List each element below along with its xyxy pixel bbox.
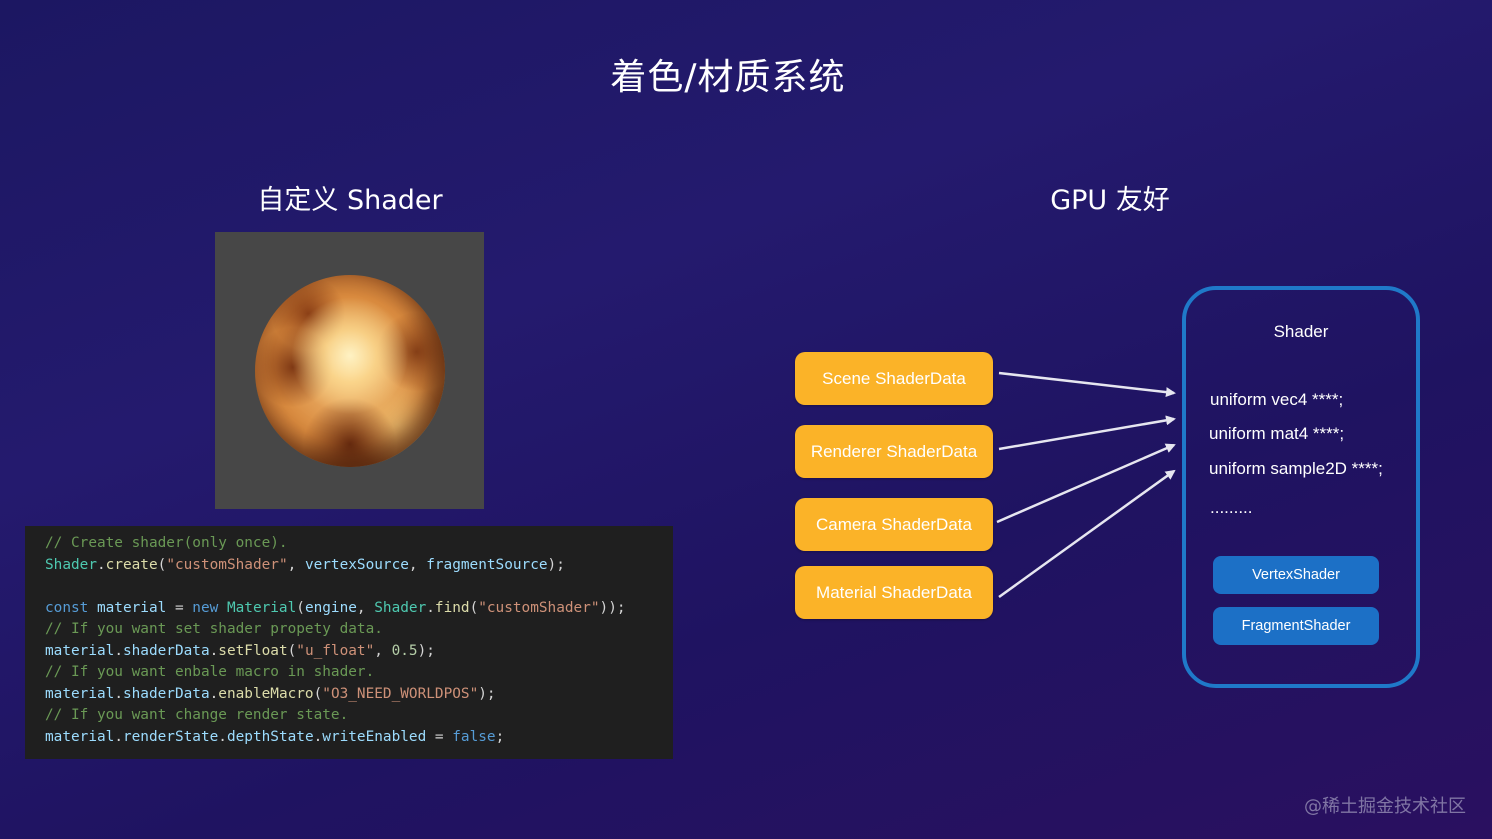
arrow-material xyxy=(998,469,1176,599)
code-token: ( xyxy=(313,685,323,702)
uniform-vec4: uniform vec4 ****; xyxy=(1210,390,1344,409)
code-token: "O3_NEED_WORLDPOS" xyxy=(322,685,479,702)
code-token: . xyxy=(96,556,106,573)
code-token: depthState xyxy=(226,728,314,745)
shader-panel: Shader uniform vec4 ****; uniform mat4 *… xyxy=(1182,286,1420,688)
vertex-shader-box: VertexShader xyxy=(1213,556,1379,594)
code-token: const xyxy=(45,599,97,616)
code-token: ); xyxy=(478,685,496,702)
code-token: "customShader" xyxy=(478,599,600,616)
code-token: )); xyxy=(599,599,626,616)
code-token: // If you want change render state. xyxy=(45,707,349,723)
code-token: material xyxy=(45,728,115,745)
code-token: = xyxy=(166,599,193,616)
arrow-renderer xyxy=(998,415,1176,451)
renderer-shaderdata-box: Renderer ShaderData xyxy=(795,425,993,478)
code-line: material.shaderData.setFloat("u_float", … xyxy=(45,641,673,663)
code-token: 0.5 xyxy=(391,642,418,659)
code-token: , xyxy=(408,556,427,573)
camera-shaderdata-box: Camera ShaderData xyxy=(795,498,993,551)
code-token: // Create shader(only once). xyxy=(45,535,288,551)
watermark: @稀土掘金技术社区 xyxy=(1304,796,1466,817)
gpu-friendly-heading: GPU 友好 xyxy=(1050,185,1170,216)
code-token: ( xyxy=(157,556,167,573)
code-line: const material = new Material(engine, Sh… xyxy=(45,598,673,620)
code-token: renderState xyxy=(122,728,219,745)
code-token: . xyxy=(114,685,123,702)
code-token: . xyxy=(114,728,123,745)
arrow-scene xyxy=(998,371,1176,398)
code-token: "customShader" xyxy=(166,556,288,573)
code-token: . xyxy=(313,728,323,745)
code-token: . xyxy=(209,685,219,702)
code-token: find xyxy=(434,599,470,616)
code-token: "u_float" xyxy=(296,642,375,659)
code-token: vertexSource xyxy=(304,556,409,573)
shader-panel-title: Shader xyxy=(1273,322,1329,341)
code-token: enableMacro xyxy=(218,685,314,702)
code-token: create xyxy=(105,556,158,573)
uniform-ellipsis: ......... xyxy=(1210,498,1253,517)
code-line: // If you want change render state. xyxy=(45,705,673,727)
code-line: material.renderState.depthState.writeEna… xyxy=(45,727,673,749)
code-token: material xyxy=(45,685,115,702)
code-snippet: // Create shader(only once).Shader.creat… xyxy=(25,526,673,759)
slide-title: 着色/材质系统 xyxy=(610,57,846,98)
code-token: Material xyxy=(226,599,297,616)
shader-preview-image xyxy=(215,232,484,509)
code-token: , xyxy=(287,556,305,573)
code-line: // Create shader(only once). xyxy=(45,533,673,555)
code-token: . xyxy=(218,728,227,745)
code-token: . xyxy=(426,599,435,616)
code-token: ; xyxy=(495,728,505,745)
fragment-shader-box: FragmentShader xyxy=(1213,607,1379,645)
code-token: ( xyxy=(296,599,305,616)
code-token: setFloat xyxy=(218,642,288,659)
uniform-mat4: uniform mat4 ****; xyxy=(1209,424,1345,443)
code-token: , xyxy=(356,599,375,616)
code-token: ); xyxy=(417,642,435,659)
code-token: // If you want set shader propety data. xyxy=(45,621,383,637)
uniform-sample2d: uniform sample2D ****; xyxy=(1209,459,1383,478)
code-line: // If you want enbale macro in shader. xyxy=(45,662,673,684)
custom-shader-heading: 自定义 Shader xyxy=(257,185,443,216)
code-token: engine xyxy=(304,599,357,616)
code-token: writeEnabled xyxy=(322,728,427,745)
code-token: ( xyxy=(287,642,297,659)
code-token: material xyxy=(96,599,167,616)
arrow-camera xyxy=(996,443,1176,524)
code-token: false xyxy=(452,728,496,745)
scene-shaderdata-box: Scene ShaderData xyxy=(795,352,993,405)
code-token: ( xyxy=(469,599,479,616)
code-token: shaderData xyxy=(122,685,210,702)
code-token: ); xyxy=(547,556,565,573)
code-token: . xyxy=(209,642,219,659)
code-token: Shader xyxy=(374,599,427,616)
code-token: fragmentSource xyxy=(426,556,548,573)
code-token: Shader xyxy=(45,556,97,573)
code-token: . xyxy=(114,642,123,659)
code-line: material.shaderData.enableMacro("O3_NEED… xyxy=(45,684,673,706)
code-token: material xyxy=(45,642,115,659)
material-shaderdata-box: Material ShaderData xyxy=(795,566,993,619)
code-token: = xyxy=(426,728,453,745)
code-line: Shader.create("customShader", vertexSour… xyxy=(45,555,673,577)
code-token: , xyxy=(374,642,392,659)
shaded-sphere xyxy=(255,275,445,467)
code-token: shaderData xyxy=(122,642,210,659)
code-token: new xyxy=(192,599,227,616)
code-token: // If you want enbale macro in shader. xyxy=(45,664,375,680)
code-line: // If you want set shader propety data. xyxy=(45,619,673,641)
